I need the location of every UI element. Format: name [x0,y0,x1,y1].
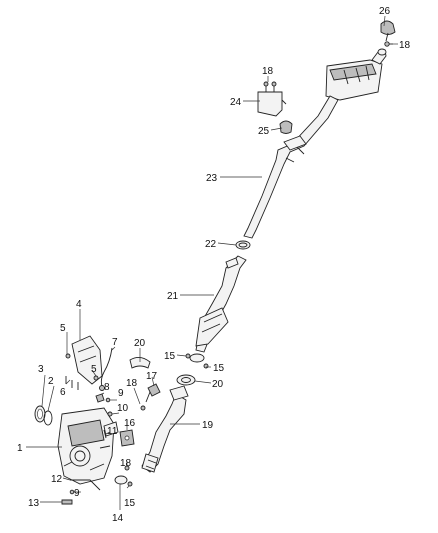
callout-18-bracket: 18 [262,66,274,77]
part-23-clamp [235,240,251,250]
part-8-sensor [95,393,105,403]
callout-27: 26 [379,6,391,17]
part-19-downpipe [141,385,189,473]
callout-26: 25 [258,126,270,137]
callout-9-upper: 9 [118,388,124,399]
part-25-bracket [257,91,287,117]
callout-1: 1 [17,443,23,454]
callout-18-mid: 18 [126,378,138,389]
part-13-bracket [61,499,73,505]
callout-5-lower: 5 [91,364,97,375]
part-17-sensor [145,383,161,403]
callout-10: 10 [117,403,129,414]
part-18-bolt-mid [140,405,146,411]
part-26-isolator [279,120,293,134]
part-10-nut [107,411,113,417]
callout-23: 22 [205,239,217,250]
callout-17: 17 [146,371,158,382]
callout-15-mid-right: 15 [213,363,225,374]
callout-15-lower: 15 [124,498,136,509]
part-2-clamp [43,410,53,426]
part-7-sensor-wire [99,347,113,391]
part-24-pipe [243,95,339,239]
callout-7: 7 [112,337,118,348]
part-22-pipe [195,255,247,353]
callout-12: 12 [51,474,63,485]
callout-labels: 26 18 18 24 25 23 22 21 15 15 20 19 20 1… [17,6,411,524]
callout-25: 24 [230,97,242,108]
callout-19: 19 [202,420,214,431]
callout-18-top: 18 [399,40,411,51]
callout-8: 8 [104,382,110,393]
leader-lines [26,15,398,510]
part-1-manifold [57,407,119,485]
part-12-pipe [70,479,101,491]
part-5-bolts [65,353,99,381]
part-muffler [325,48,387,101]
callout-21: 20 [134,338,146,349]
part-16-bracket [119,429,135,447]
callout-13: 13 [28,498,40,509]
callout-2: 2 [48,376,54,387]
part-18-bolts-bracket [263,81,277,92]
callout-9-lower: 9 [74,488,80,499]
part-15-bolts-mid [185,353,209,369]
callout-24: 23 [206,173,218,184]
callout-16: 16 [124,418,136,429]
part-20-gasket [176,374,196,386]
part-11-stud [103,429,107,439]
part-3-gasket [34,405,46,423]
callout-18-lower: 18 [120,458,132,469]
callout-20: 20 [212,379,224,390]
part-9-bolt-lower [69,489,75,495]
callout-14: 14 [112,513,124,524]
part-27-hanger [380,20,396,42]
callout-11: 11 [107,426,118,437]
callout-5-upper: 5 [60,323,66,334]
callout-4: 4 [76,299,82,310]
part-6-studs [65,376,79,390]
callout-6: 6 [60,387,66,398]
callout-3: 3 [38,364,44,375]
part-21-heat-shield [129,357,151,369]
callout-15-mid-left: 15 [164,351,176,362]
part-lower-gasket [114,465,133,487]
part-9-bolt-upper [105,397,111,403]
callout-22: 21 [167,291,179,302]
